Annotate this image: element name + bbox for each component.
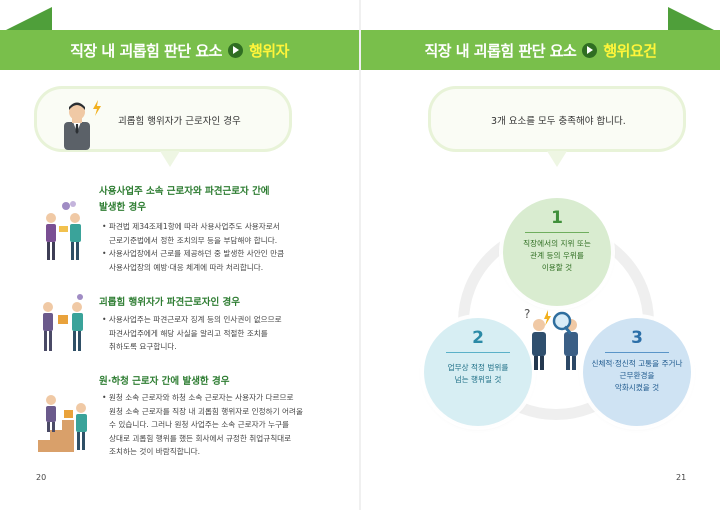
- element-2-number: 2: [472, 328, 484, 348]
- section-1-title: 사용사업주 소속 근로자와 파견근로자 간에 발생한 경우: [99, 184, 270, 216]
- section-2-title-line-1: 괴롭힘 행위자가 파견근로자인 경우: [99, 297, 241, 308]
- section-2-bullet-1: • 사용사업주는 파견근로자 징계 등의 인사권이 없으므로 파견사업주에게 해…: [102, 315, 282, 351]
- section-1-title-line-1: 사용사업주 소속 근로자와 파견근로자 간에: [99, 186, 270, 197]
- element-2-text: 업무상 적정 범위를 넘는 행위일 것: [447, 363, 509, 384]
- workers-exchange-illustration: [46, 201, 81, 260]
- left-bubble-text: 괴롭힘 행위자가 근로자인 경우: [118, 116, 241, 127]
- right-bubble-text: 3개 요소를 모두 충족해야 합니다.: [491, 116, 626, 127]
- section-1-bullet-2: • 사용사업장에서 근로를 제공하던 중 발생한 사안인 만큼 사용사업장의 예…: [102, 249, 285, 272]
- section-3-title-line-1: 원·하청 근로자 간에 발생한 경우: [99, 376, 230, 387]
- section-2-title: 괴롭힘 행위자가 파견근로자인 경우: [99, 295, 240, 311]
- left-header-accent: 행위자: [248, 41, 289, 60]
- lightning-icon: [93, 100, 101, 116]
- right-page-number: 21: [676, 473, 687, 482]
- magnifier-icon: [552, 311, 572, 331]
- page-fold: [359, 0, 361, 510]
- left-header: 직장 내 괴롭힘 판단 요소 행위자: [0, 30, 359, 70]
- left-page-number: 20: [36, 473, 47, 482]
- section-3-bullet-1: • 원청 소속 근로자와 하청 소속 근로자는 사용자가 다르므로 원청 소속 …: [102, 393, 303, 456]
- section-3-title: 원·하청 근로자 간에 발생한 경우: [99, 374, 229, 390]
- investigators-illustration: ?: [524, 307, 578, 370]
- section-2-bullets: • 사용사업주는 파견근로자 징계 등의 인사권이 없으므로 파견사업주에게 해…: [102, 313, 342, 354]
- element-3-text: 신체적·정신적 고통을 주거나 근무환경을 악화시켰을 것: [591, 359, 683, 392]
- play-arrow-icon: [582, 42, 598, 58]
- element-1-circle: 1 직장에서의 지위 또는 관계 등의 우위를 이용할 것: [503, 198, 611, 306]
- section-1-bullets: • 파견법 제34조제1항에 따라 사용사업주도 사용자로서 근로기준법에서 정…: [102, 220, 342, 274]
- element-2-circle: 2 업무상 적정 범위를 넘는 행위일 것: [424, 318, 532, 426]
- right-header-accent: 행위요건: [603, 41, 657, 60]
- section-1-bullet-1: • 파견법 제34조제1항에 따라 사용사업주도 사용자로서 근로기준법에서 정…: [102, 222, 280, 245]
- left-header-title: 직장 내 괴롭힘 판단 요소: [70, 41, 222, 60]
- right-header: 직장 내 괴롭힘 판단 요소 행위요건: [361, 30, 720, 70]
- element-3-number: 3: [631, 328, 643, 348]
- right-speech-bubble: [428, 86, 686, 167]
- lightning-icon: [544, 310, 551, 326]
- element-1-text: 직장에서의 지위 또는 관계 등의 우위를 이용할 것: [523, 239, 591, 272]
- question-mark-icon: ?: [524, 307, 530, 321]
- play-arrow-icon: [227, 42, 243, 58]
- right-header-title: 직장 내 괴롭힘 판단 요소: [424, 41, 577, 60]
- element-3-circle: 3 신체적·정신적 고통을 주거나 근무환경을 악화시켰을 것: [583, 318, 691, 426]
- businessman-icon: [64, 102, 90, 150]
- element-1-number: 1: [551, 208, 563, 228]
- workers-stairs-illustration: [38, 395, 87, 452]
- section-3-bullets: • 원청 소속 근로자와 하청 소속 근로자는 사용자가 다르므로 원청 소속 …: [102, 391, 347, 459]
- section-1-title-line-2: 발생한 경우: [99, 202, 147, 213]
- workers-box-illustration: [43, 294, 83, 351]
